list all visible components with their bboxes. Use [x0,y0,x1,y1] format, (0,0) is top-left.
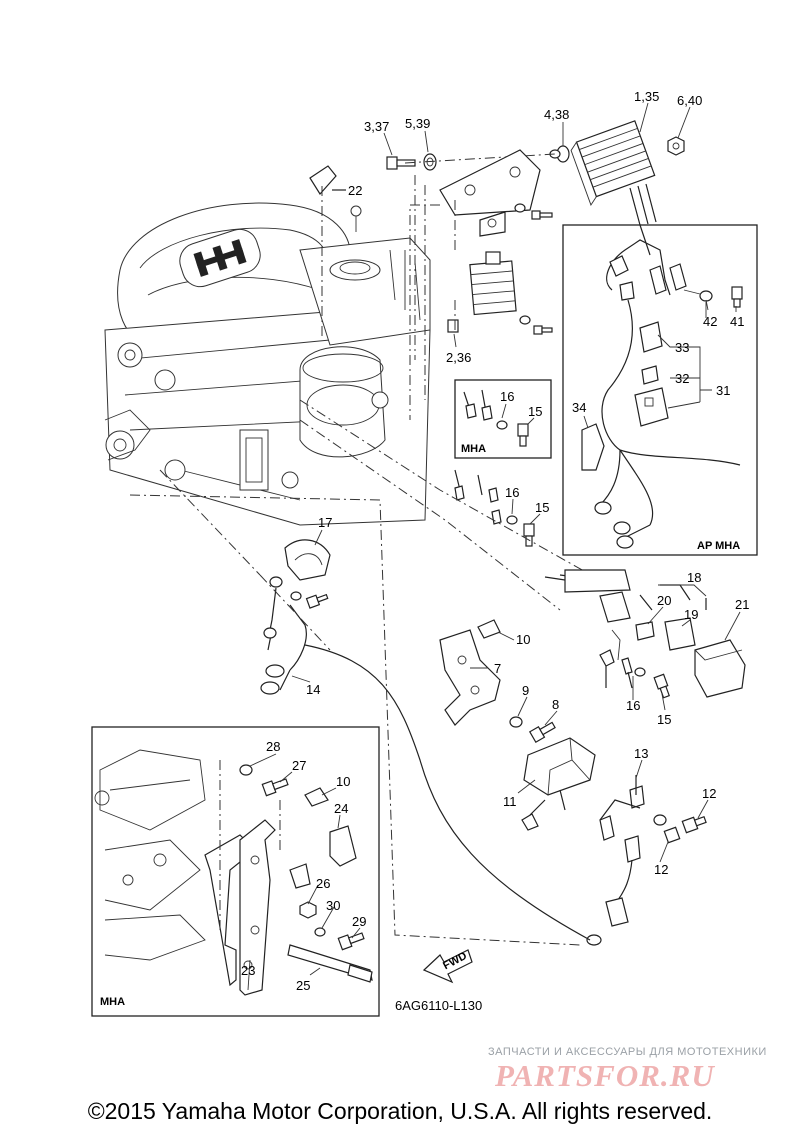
engine-illustration [104,202,431,526]
callout-numbers: 1,35 6,40 4,38 3,37 5,39 22 2,36 42 41 3… [100,89,749,1013]
ap-mha-label: AP MHA [697,540,740,552]
callout-23: 23 [241,963,255,978]
callout-12-upper: 12 [702,786,716,801]
callout-21: 21 [735,597,749,612]
callout-10-mha: 10 [336,774,350,789]
part-11-unit [521,737,707,946]
callout-22: 22 [348,183,362,198]
watermark-tagline: ЗАПЧАСТИ И АКСЕССУАРЫ ДЛЯ МОТОТЕХНИКИ [488,1046,767,1058]
callout-19: 19 [684,607,698,622]
callout-3-37: 3,37 [364,119,389,134]
bracket-7-assembly [439,619,671,744]
callout-17: 17 [318,515,332,530]
mha-bottom-label: MHA [100,996,125,1008]
callout-16-lower: 16 [626,698,640,713]
copyright-footer: ©2015 Yamaha Motor Corporation, U.S.A. A… [87,1098,713,1124]
rectifier-regulator-assembly [386,120,685,420]
mha-small-label: MHA [461,443,486,455]
drawing-code: 6AG6110-L130 [395,998,482,1013]
callout-6-40: 6,40 [677,93,702,108]
mha-small-detail-box [454,379,552,459]
callout-4-38: 4,38 [544,107,569,122]
callout-9: 9 [522,683,529,698]
callout-30: 30 [326,898,340,913]
callout-31: 31 [716,383,730,398]
ground-terminal-set [454,469,535,547]
callout-28: 28 [266,739,280,754]
callout-16-mha: 16 [500,389,514,404]
callout-29: 29 [352,914,366,929]
callout-15-lower: 15 [657,712,671,727]
fwd-arrow: FWD [422,949,473,984]
callout-26: 26 [316,876,330,891]
callout-25: 25 [296,978,310,993]
callout-20: 20 [657,593,671,608]
callout-7: 7 [494,661,501,676]
watermark-logo: PARTSFOR.RU [495,1058,715,1093]
callout-32: 32 [675,371,689,386]
callout-42: 42 [703,314,717,329]
part-17-14-grounding [259,539,591,941]
callout-27: 27 [292,758,306,773]
mha-bottom-detail-box [91,726,380,1017]
callout-2-36: 2,36 [446,350,471,365]
ap-mha-detail-box [562,224,758,556]
main-harness-connectors [129,399,746,946]
callout-8: 8 [552,697,559,712]
callout-24: 24 [334,801,348,816]
callout-18: 18 [687,570,701,585]
callout-12-lower: 12 [654,862,668,877]
callout-16: 16 [505,485,519,500]
callout-11: 11 [503,794,517,809]
callout-14: 14 [306,682,320,697]
part-22-clip [309,165,346,340]
callout-13: 13 [634,746,648,761]
callout-15: 15 [535,500,549,515]
callout-34: 34 [572,400,586,415]
callout-33: 33 [675,340,689,355]
callout-41: 41 [730,314,744,329]
callout-15-mha: 15 [528,404,542,419]
callout-5-39: 5,39 [405,116,430,131]
leader-lines [247,102,741,991]
callout-10: 10 [516,632,530,647]
callout-1-35: 1,35 [634,89,659,104]
